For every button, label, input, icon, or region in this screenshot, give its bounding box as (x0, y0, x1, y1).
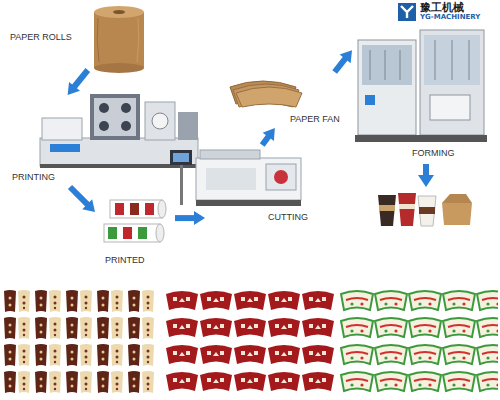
arrow-shaft (70, 187, 89, 206)
forming-machine (355, 30, 487, 142)
stage-node: PRINTED (95, 195, 175, 272)
flow-arrow (70, 187, 95, 212)
arrow-shaft (73, 70, 88, 88)
printing-machine (40, 94, 198, 168)
paper-cups-and-box (378, 193, 472, 226)
cutting-machine (170, 150, 301, 206)
stage-label: PAPER FAN (290, 114, 340, 125)
stage-node: PRINTING (10, 95, 202, 187)
stage-node: PAPER FAN (230, 72, 345, 128)
logo-text: YG-MACHINERY (420, 14, 480, 22)
stage-label: PAPER ROLLS (10, 32, 72, 43)
arrow-head (263, 128, 275, 141)
flow-arrow (418, 164, 434, 187)
label-holder: 豫工机械 (420, 2, 464, 14)
stage-label: CUTTING (268, 212, 308, 223)
flow-arrow (68, 70, 88, 95)
flow-arrow (262, 128, 275, 145)
flow-arrow (335, 50, 352, 72)
stage-label: PRINTING (12, 172, 55, 183)
arrow-head (194, 211, 205, 225)
label-holder: YG-MACHINERY (420, 14, 480, 22)
stage-label: PRINTED (105, 255, 145, 266)
paper-fan-sheet (340, 288, 498, 396)
stage-node: PAPER ROLLS (8, 4, 148, 70)
arrow-shaft (335, 57, 347, 72)
flow-arrow (175, 211, 205, 225)
paper-fan-stack (230, 81, 302, 107)
paper-fan-sheet (165, 288, 335, 396)
paper-fan-sheet (2, 288, 158, 396)
stage-node: CUTTING (205, 145, 315, 230)
arrow-head (82, 199, 95, 212)
stage-node: FORMING (352, 25, 487, 165)
arrow-shaft (175, 215, 196, 221)
printed-rolls (104, 200, 166, 242)
logo-text: 豫工机械 (420, 2, 464, 14)
arrow-head (340, 50, 352, 63)
logo-icon (398, 3, 416, 21)
paper-roll (94, 6, 144, 73)
arrow-head (68, 82, 80, 95)
stage-label: FORMING (412, 148, 455, 159)
